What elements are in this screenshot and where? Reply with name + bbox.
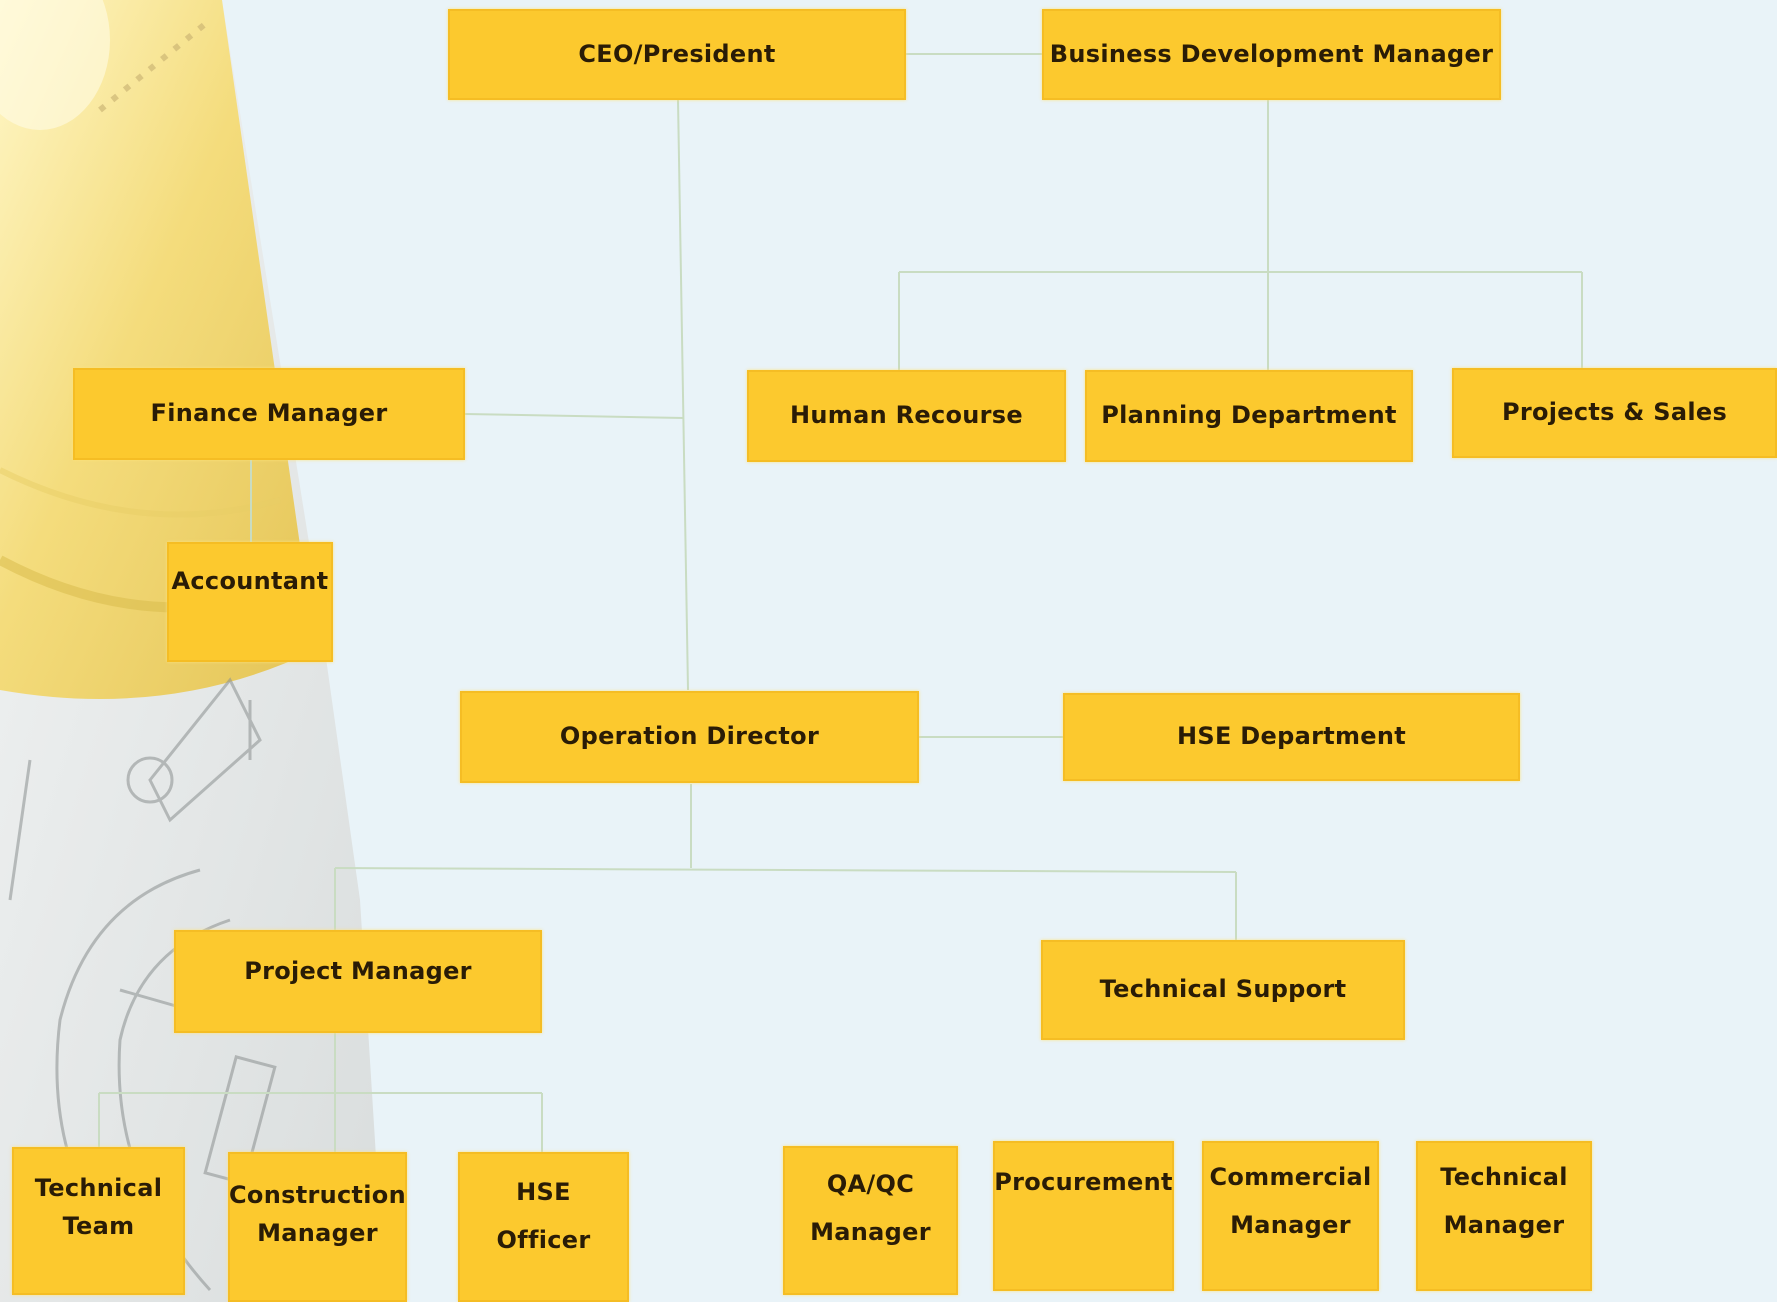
node-ceo-president: CEO/President bbox=[448, 9, 906, 100]
node-technical-team: Technical Team bbox=[12, 1147, 185, 1295]
node-human-recourse: Human Recourse bbox=[747, 370, 1066, 462]
node-business-development-manager: Business Development Manager bbox=[1042, 9, 1501, 100]
node-operation-director: Operation Director bbox=[460, 691, 919, 783]
link-ceo-operations bbox=[677, 99, 689, 691]
link-ceo-finance bbox=[464, 413, 685, 419]
node-project-manager: Project Manager bbox=[174, 930, 542, 1033]
node-construction-manager: Construction Manager bbox=[228, 1152, 407, 1302]
node-accountant: Accountant bbox=[167, 542, 333, 662]
node-qaqc-manager: QA/QC Manager bbox=[783, 1146, 958, 1295]
node-procurement: Procurement bbox=[993, 1141, 1174, 1291]
node-planning-department: Planning Department bbox=[1085, 370, 1413, 462]
node-projects-sales: Projects & Sales bbox=[1452, 368, 1777, 458]
link-operations-bar bbox=[334, 867, 1237, 873]
node-hse-officer: HSE Officer bbox=[458, 1152, 629, 1302]
node-technical-manager: Technical Manager bbox=[1416, 1141, 1592, 1291]
node-commercial-manager: Commercial Manager bbox=[1202, 1141, 1379, 1291]
node-hse-department: HSE Department bbox=[1063, 693, 1520, 781]
node-finance-manager: Finance Manager bbox=[73, 368, 465, 460]
node-technical-support: Technical Support bbox=[1041, 940, 1405, 1040]
